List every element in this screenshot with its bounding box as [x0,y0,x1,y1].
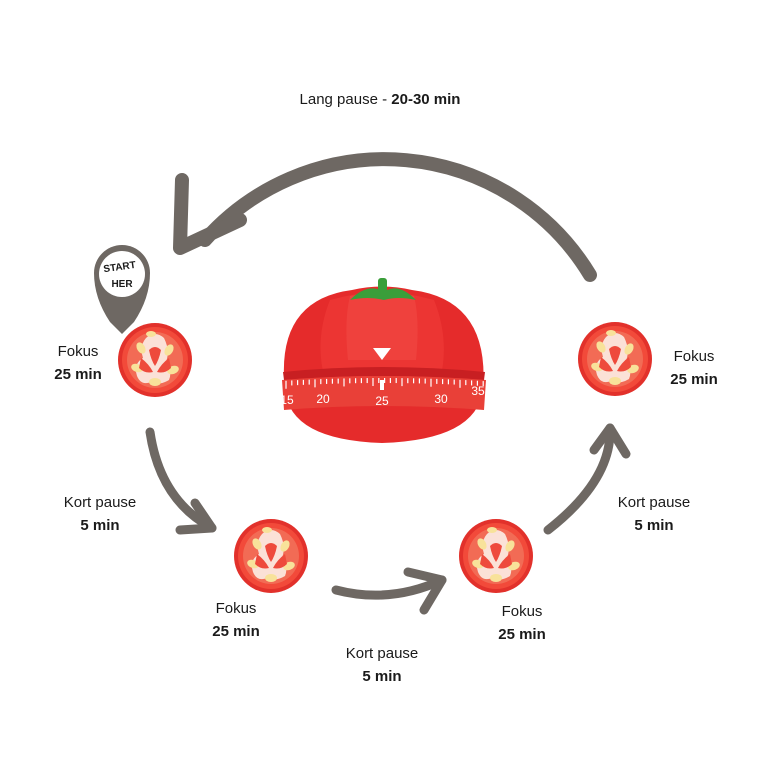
long-pause-prefix: Lang pause - [299,91,392,108]
focus-label-4: Fokus 25 min [652,345,736,391]
long-pause-duration: 20-30 min [391,91,461,108]
short-pause-label-3: Kort pause 5 min [594,491,714,537]
start-badge: START HER [94,245,150,334]
dial-number-35: 35 [471,384,485,398]
long-pause-arrow [173,152,597,282]
arrow-cycle3-to-cycle4 [543,423,631,535]
tomato-timer-icon: 15 20 25 30 35 [280,278,486,443]
long-pause-label: Lang pause - 20-30 min [240,88,520,111]
focus-title-2: Fokus [215,600,257,617]
focus-label-2: Fokus 25 min [180,597,292,643]
tomato-slice-icon-2 [234,519,308,593]
tomato-slice-icon-1 [118,323,192,397]
short-pause-duration-1: 5 min [80,517,120,534]
short-pause-title-1: Kort pause [63,494,137,511]
dial-ticks [285,378,484,389]
focus-duration-3: 25 min [498,626,546,643]
tomato-slice-icon-4 [578,322,652,396]
start-badge-line1: START [103,260,137,275]
focus-duration-1: 25 min [54,366,102,383]
focus-label-3: Fokus 25 min [466,600,578,646]
arrow-cycle2-to-cycle3 [331,567,447,615]
focus-title-4: Fokus [673,348,715,365]
dial-number-20: 20 [316,392,330,406]
focus-title-1: Fokus [57,343,99,360]
focus-duration-2: 25 min [212,623,260,640]
short-pause-title-2: Kort pause [345,645,419,662]
focus-title-3: Fokus [501,603,543,620]
tomato-slice-icon-3 [459,519,533,593]
dial-number-30: 30 [434,392,448,406]
short-pause-duration-3: 5 min [634,517,674,534]
arrow-cycle1-to-short1 [145,427,217,535]
short-pause-duration-2: 5 min [362,668,402,685]
focus-duration-4: 25 min [670,371,718,388]
dial-number-25: 25 [375,394,389,408]
focus-label-1: Fokus 25 min [36,340,120,386]
dial-number-15: 15 [280,393,294,407]
short-pause-label-2: Kort pause 5 min [322,642,442,688]
start-badge-line2: HER [111,279,133,290]
short-pause-title-3: Kort pause [617,494,691,511]
short-pause-label-1: Kort pause 5 min [40,491,160,537]
